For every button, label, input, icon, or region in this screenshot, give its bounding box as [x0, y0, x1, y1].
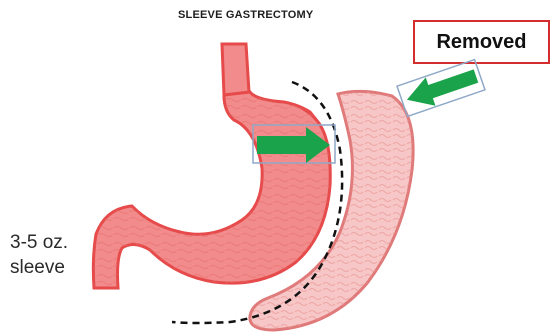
arrow-left-icon	[402, 62, 481, 114]
